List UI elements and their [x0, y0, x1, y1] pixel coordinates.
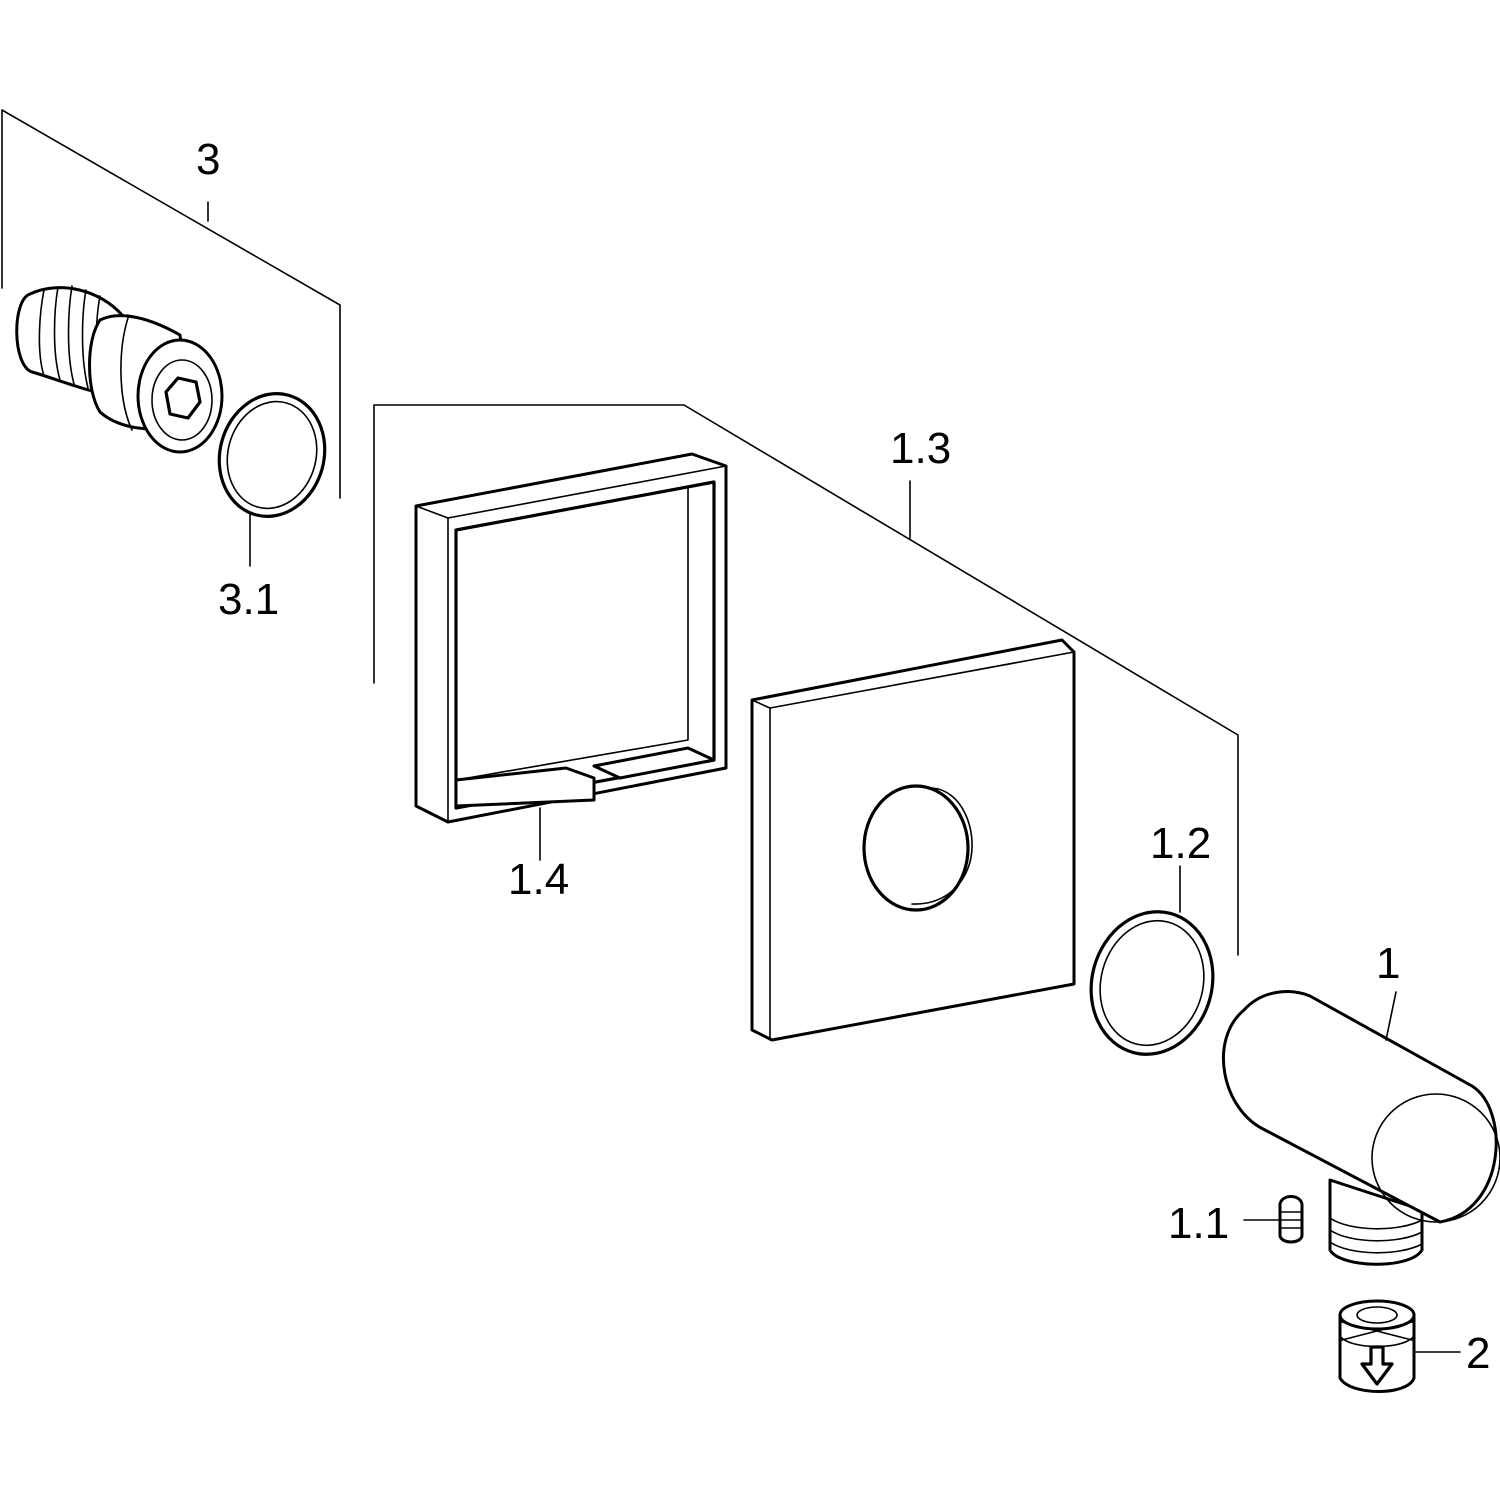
wall-elbow-part-1	[1221, 990, 1500, 1266]
label-part-1-2: 1.2	[1150, 819, 1211, 868]
label-part-2: 2	[1466, 1329, 1490, 1378]
label-part-1-3: 1.3	[890, 424, 951, 473]
cover-plate-part-1-3	[750, 638, 1076, 1042]
label-part-1-4: 1.4	[508, 855, 569, 904]
o-ring-part-1-2	[1089, 865, 1215, 1056]
label-part-3-1: 3.1	[218, 575, 279, 624]
bracket-part-1-3	[373, 404, 1239, 956]
label-part-1-1: 1.1	[1168, 1199, 1229, 1248]
bracket-part-3	[1, 109, 341, 499]
o-ring-part-3-1	[217, 392, 327, 567]
label-part-1: 1	[1376, 939, 1400, 988]
label-part-3: 3	[196, 135, 220, 184]
mounting-frame-part-1-4	[414, 452, 728, 861]
set-screw-part-1-1	[1243, 1195, 1304, 1244]
check-valve-part-2	[1338, 1299, 1461, 1393]
threaded-plug-part-3	[15, 285, 224, 454]
